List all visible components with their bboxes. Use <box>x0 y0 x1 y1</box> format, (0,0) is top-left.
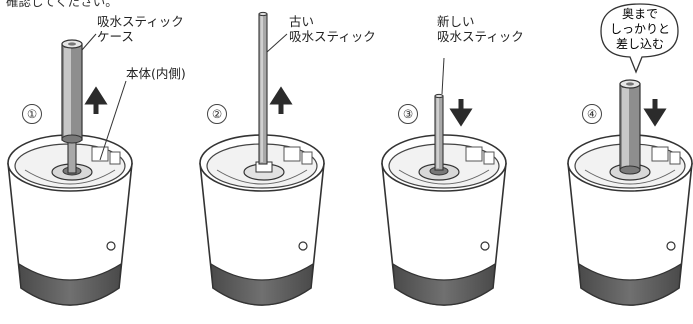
unit-inner-floor <box>584 169 676 185</box>
unit-button <box>666 241 676 251</box>
step-number-1: ① <box>22 104 42 124</box>
case-body-light <box>622 88 629 168</box>
leader-old-stick <box>266 33 288 53</box>
step-1-unit <box>7 33 133 306</box>
unit-inner-floor <box>216 169 308 185</box>
case-top-hole <box>68 42 76 46</box>
unit-base-band <box>578 262 682 306</box>
arrow-up-icon <box>84 86 108 114</box>
cutoff-caption: 確認してください。 <box>6 0 118 9</box>
unit-inner-slot-2 <box>483 151 495 165</box>
step-3-unit <box>381 57 507 306</box>
leader-inner <box>99 80 127 161</box>
step-4-unit <box>567 3 693 306</box>
unit-base-band <box>392 262 496 306</box>
step-number-2: ② <box>207 104 227 124</box>
old-stick-light <box>260 16 263 162</box>
case-top-hole <box>626 82 634 86</box>
speech-bubble-outline <box>600 3 679 74</box>
unit-inner-slot-2 <box>669 151 681 165</box>
case-body-light <box>64 48 71 136</box>
unit-button <box>480 241 490 251</box>
arrow-down-icon <box>449 99 473 127</box>
unit-button <box>298 241 308 251</box>
case-bottom <box>619 165 641 175</box>
unit-inner-floor <box>398 169 490 185</box>
unit-inner-slot <box>465 146 483 162</box>
unit-inner-slot-2 <box>301 151 313 165</box>
new-stick-top <box>434 93 444 99</box>
step-2-unit <box>199 11 325 306</box>
unit-inner-slot <box>651 146 669 162</box>
arrow-down-icon <box>643 99 667 127</box>
unit-inner-slot <box>283 146 301 162</box>
unit-inner-floor <box>24 169 116 185</box>
label-insert-fully: 奥まで しっかりと 差し込む <box>609 7 670 51</box>
step-number-4: ④ <box>582 104 602 124</box>
old-stick-top <box>258 11 268 17</box>
case-bottom <box>61 134 83 144</box>
unit-base-band <box>210 262 314 306</box>
new-stick-light <box>436 98 439 168</box>
unit-inner-slot-2 <box>109 151 121 165</box>
unit-base-band <box>18 262 122 306</box>
leader-case <box>81 33 97 51</box>
label-body-inner: 本体(内側) <box>126 66 186 81</box>
arrow-up-icon <box>269 86 293 114</box>
unit-button <box>106 241 116 251</box>
label-new-stick: 新しい 吸水スティック <box>437 14 524 44</box>
step-number-3: ③ <box>398 104 418 124</box>
label-stick-case: 吸水スティック ケース <box>97 14 184 44</box>
label-old-stick: 古い 吸水スティック <box>289 14 376 44</box>
leader-new-stick <box>441 57 445 95</box>
unit-inner-slot <box>91 146 109 162</box>
